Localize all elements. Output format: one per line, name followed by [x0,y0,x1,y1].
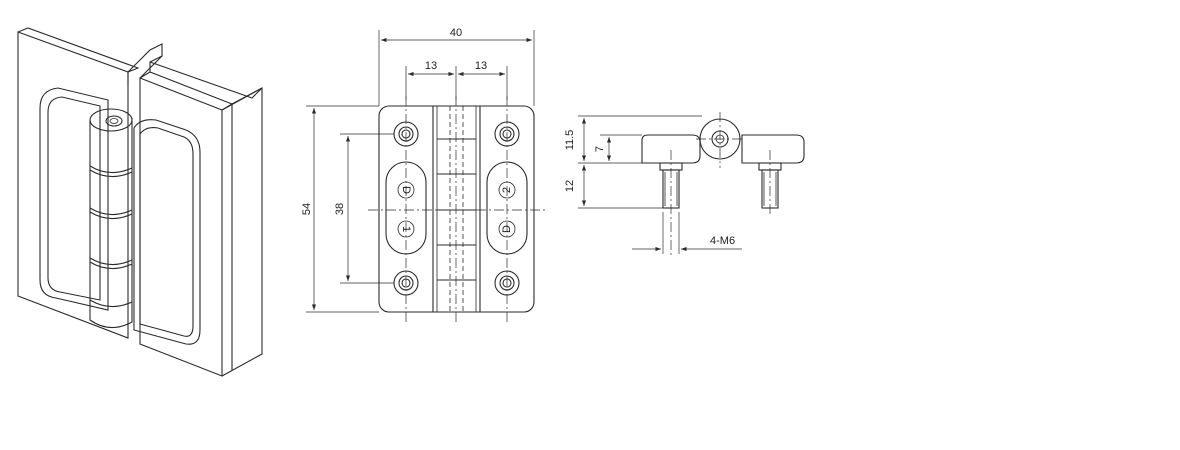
dim-side-height: 11.5 [564,130,576,151]
dim-hole-spacing: 38 [334,203,346,215]
front-view: D 1 2 D 40 13 13 54 38 [301,27,546,322]
isometric-view [17,27,263,377]
dim-overall-width: 40 [450,27,462,39]
dim-half-pitch-right: 13 [475,60,487,72]
dim-side-stud: 12 [564,180,576,192]
dim-overall-height: 54 [301,203,313,215]
marking-left-bottom: 1 [400,226,412,232]
side-view: 4-M6 11.5 7 12 [564,112,805,256]
marking-right-top: 2 [501,187,513,193]
dim-thread: 4-M6 [710,235,735,247]
dim-side-plate: 7 [594,146,606,152]
dim-half-pitch-left: 13 [425,60,437,72]
marking-right-bottom: D [501,225,513,233]
marking-left-top: D [400,186,412,194]
